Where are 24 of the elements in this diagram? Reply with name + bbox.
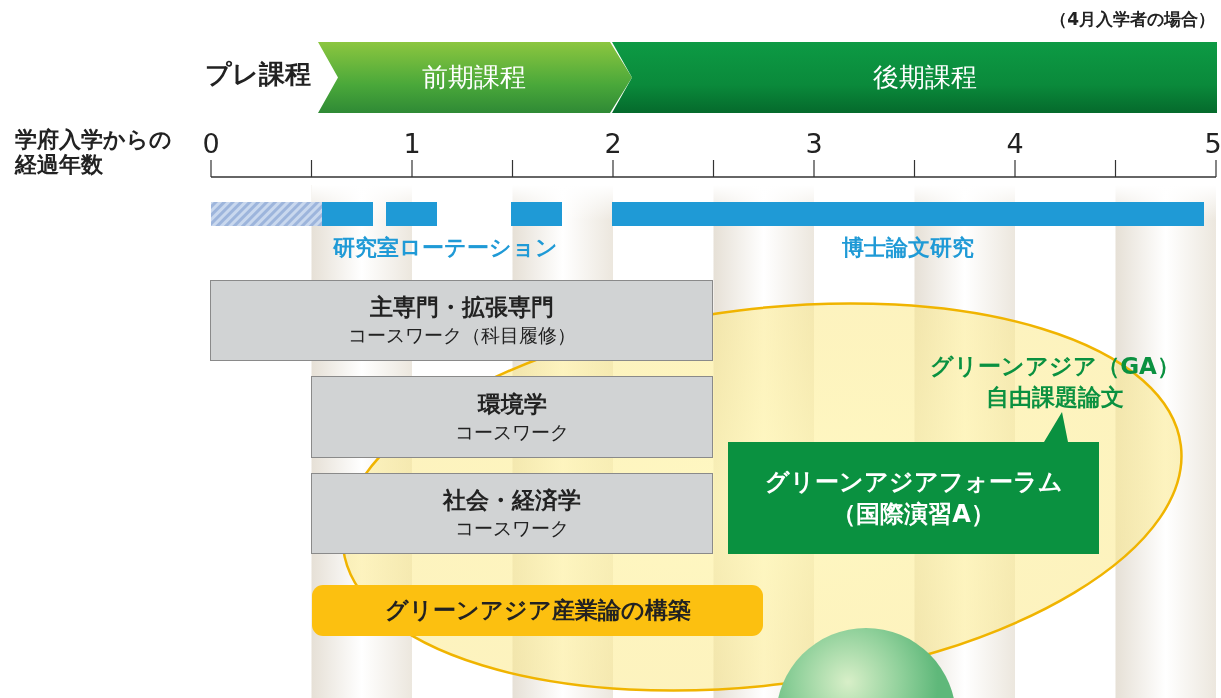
tick-label: 5 — [1204, 128, 1221, 160]
axis-label: 学府入学からの経過年数 — [15, 127, 173, 178]
tick-label: 2 — [604, 128, 622, 160]
node-title: 前期課程 — [422, 60, 526, 94]
node-title: 環境学 — [477, 389, 547, 419]
node-subtitle: コースワーク — [455, 516, 569, 542]
node-title: グリーンアジア（GA） — [930, 351, 1180, 381]
tick-label: 4 — [1006, 128, 1024, 160]
node-subtitle: 自由課題論文 — [986, 383, 1124, 412]
tick-label: 3 — [805, 128, 823, 160]
node-subtitle: コースワーク — [455, 419, 569, 445]
node-title: グリーンアジアフォーラム — [764, 466, 1063, 498]
stage-label: プレ課程 — [205, 60, 311, 90]
tick-label: 0 — [202, 128, 220, 160]
node-title: 後期課程 — [872, 60, 977, 94]
node-subtitle: （国際演習A） — [832, 499, 995, 530]
node-title: 社会・経済学 — [443, 486, 581, 516]
bar-label: 博士論文研究 — [842, 235, 974, 261]
bar-label: 研究室ローテーション — [332, 235, 558, 261]
tick-label: 1 — [403, 128, 421, 160]
node-title: 主専門・拡張専門 — [369, 293, 554, 323]
node-title: グリーンアジア産業論の構築 — [384, 595, 691, 625]
node-subtitle: コースワーク（科目履修） — [347, 323, 576, 349]
note: （4月入学者の場合） — [1050, 10, 1215, 30]
